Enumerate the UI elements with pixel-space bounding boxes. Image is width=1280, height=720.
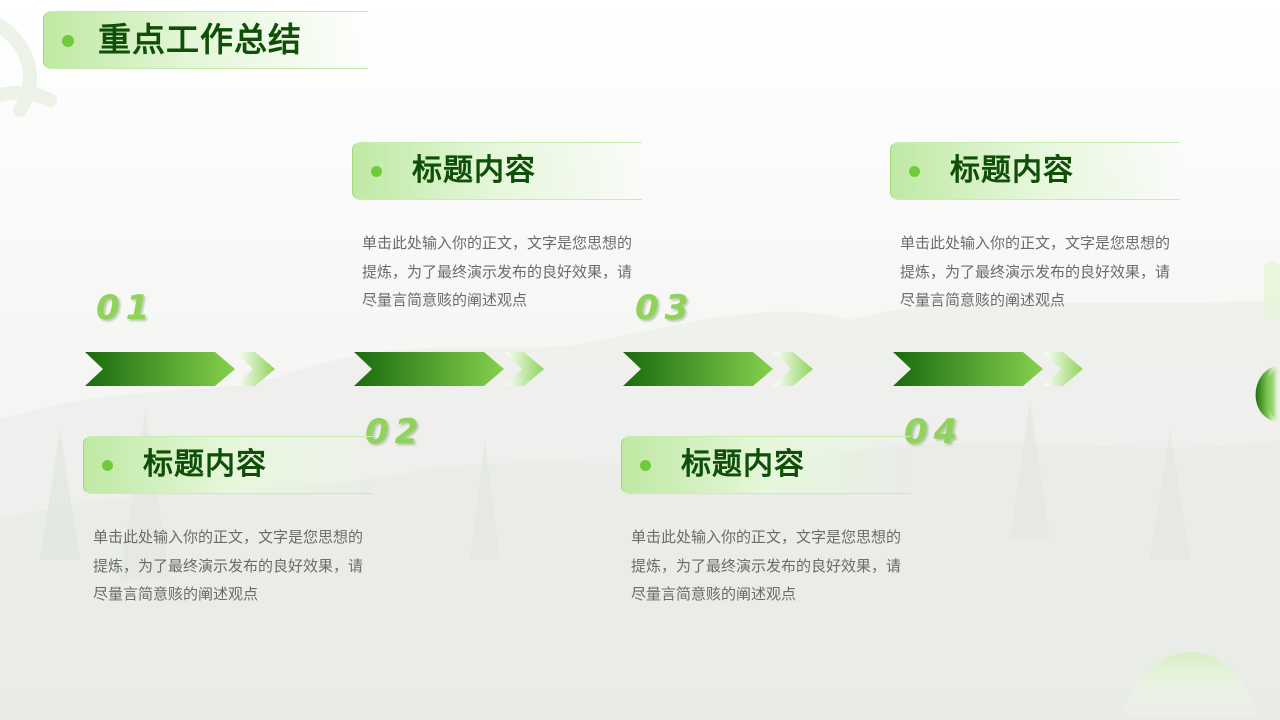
chevron-arrow-icon — [623, 352, 773, 386]
dot-icon — [102, 460, 113, 471]
slide-title: 重点工作总结 — [98, 20, 302, 59]
step-title-2: 标题内容 — [412, 153, 536, 188]
step-body-line: 单击此处输入你的正文，文字是您思想的 — [900, 234, 1171, 252]
step-arrow-2 — [354, 352, 544, 386]
dot-icon — [62, 35, 74, 47]
step-body-line: 尽量言简意赅的阐述观点 — [93, 585, 259, 603]
chevron-arrow-icon — [893, 352, 1043, 386]
chevron-arrow-tail-icon — [504, 352, 544, 386]
step-body-1: 单击此处输入你的正文，文字是您思想的 提炼，为了最终演示发布的良好效果，请 尽量… — [93, 523, 393, 609]
step-body-line: 提炼，为了最终演示发布的良好效果，请 — [900, 262, 1171, 281]
chevron-arrow-tail-icon — [235, 352, 275, 386]
step-arrow-1 — [85, 352, 275, 386]
step-title-4: 标题内容 — [950, 153, 1074, 188]
step-body-line: 提炼，为了最终演示发布的良好效果，请 — [631, 556, 902, 575]
step-body-line: 提炼，为了最终演示发布的良好效果，请 — [93, 556, 364, 575]
slide-title-bar — [43, 11, 368, 69]
step-arrow-3 — [623, 352, 813, 386]
step-body-line: 单击此处输入你的正文，文字是您思想的 — [631, 528, 902, 546]
step-body-3: 单击此处输入你的正文，文字是您思想的 提炼，为了最终演示发布的良好效果，请 尽量… — [631, 523, 931, 609]
dot-icon — [909, 166, 920, 177]
step-number-4: 04 — [904, 412, 964, 452]
step-body-2: 单击此处输入你的正文，文字是您思想的 提炼，为了最终演示发布的良好效果，请 尽量… — [362, 229, 662, 315]
chevron-arrow-tail-icon — [773, 352, 813, 386]
step-body-line: 单击此处输入你的正文，文字是您思想的 — [93, 528, 364, 546]
chevron-arrow-tail-icon — [1043, 352, 1083, 386]
step-number-3: 03 — [635, 288, 695, 328]
chevron-arrow-icon — [354, 352, 504, 386]
step-title-3: 标题内容 — [681, 447, 805, 482]
step-card-tag-2: 标题内容 — [352, 142, 642, 200]
step-number-1: 01 — [96, 288, 156, 328]
step-body-4: 单击此处输入你的正文，文字是您思想的 提炼，为了最终演示发布的良好效果，请 尽量… — [900, 229, 1200, 315]
step-body-line: 尽量言简意赅的阐述观点 — [900, 291, 1066, 309]
step-title-1: 标题内容 — [143, 447, 267, 482]
step-body-line: 单击此处输入你的正文，文字是您思想的 — [362, 234, 633, 252]
dot-icon — [371, 166, 382, 177]
step-number-2: 02 — [365, 412, 425, 452]
chevron-arrow-icon — [85, 352, 235, 386]
step-body-line: 提炼，为了最终演示发布的良好效果，请 — [362, 262, 633, 281]
step-card-tag-1: 标题内容 — [83, 436, 373, 494]
step-card-tag-3: 标题内容 — [621, 436, 911, 494]
step-arrow-4 — [893, 352, 1083, 386]
dot-icon — [640, 460, 651, 471]
step-card-tag-4: 标题内容 — [890, 142, 1180, 200]
step-body-line: 尽量言简意赅的阐述观点 — [631, 585, 797, 603]
step-body-line: 尽量言简意赅的阐述观点 — [362, 291, 528, 309]
